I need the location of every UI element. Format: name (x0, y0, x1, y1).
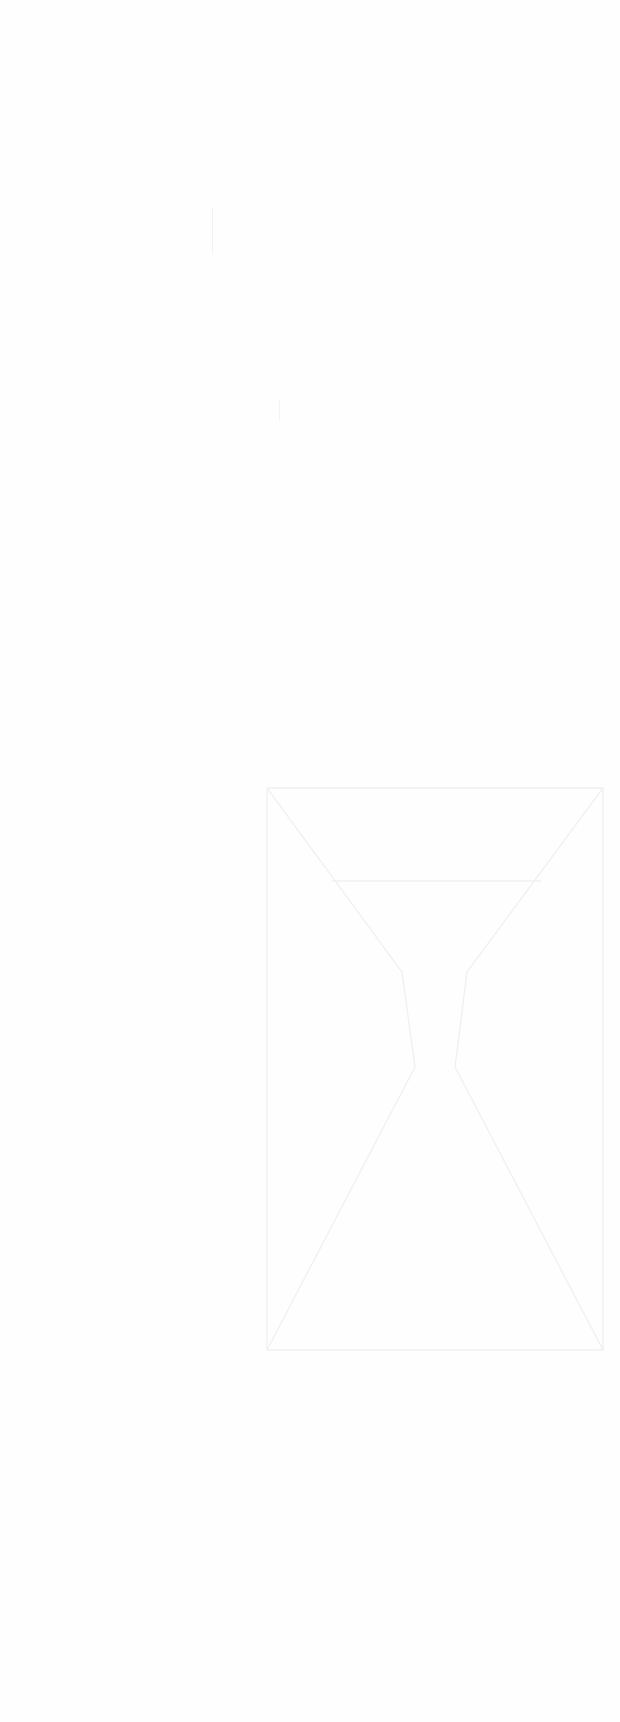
left-diagonal (266, 787, 416, 1351)
top-band (267, 787, 603, 882)
right-diagonal (454, 787, 604, 1351)
faint-vertical-mark (212, 208, 213, 254)
faint-vertical-mark (279, 400, 280, 420)
outer-frame (266, 787, 604, 1351)
